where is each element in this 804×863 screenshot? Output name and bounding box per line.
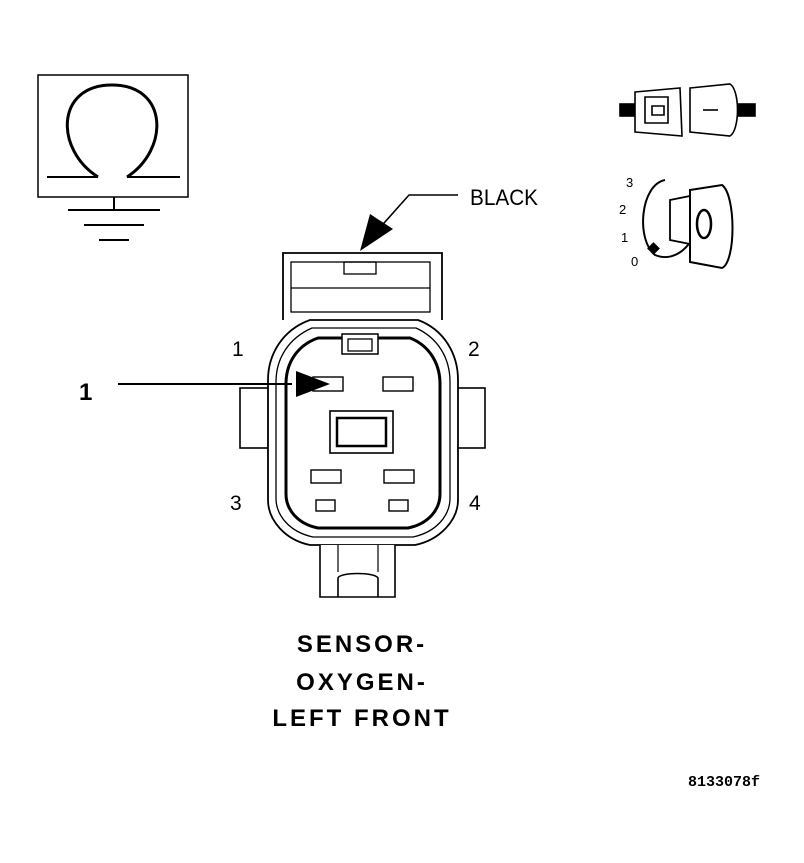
title-line-3: LEFT FRONT	[272, 705, 451, 732]
wire-color-leader	[360, 194, 458, 251]
ignition-position-2: 2	[619, 202, 626, 217]
wire-color-label: BLACK	[470, 185, 538, 210]
callout-arrow	[118, 371, 330, 397]
terminal-cavity-pin2	[382, 376, 414, 392]
terminal-cavity-pin3	[310, 469, 342, 484]
ignition-position-0: 0	[631, 254, 638, 269]
pin-label-1: 1	[232, 338, 244, 361]
terminal-cavity-pin4	[383, 469, 415, 484]
connector-disconnect-icon	[619, 83, 756, 137]
pin-label-4: 4	[469, 492, 481, 515]
callout-number: 1	[79, 379, 92, 406]
ignition-position-3: 3	[626, 175, 633, 190]
title-line-2: OXYGEN-	[296, 669, 428, 696]
title-line-1: SENSOR-	[297, 631, 427, 658]
ignition-key-icon: 3 2 1 0	[619, 175, 734, 270]
pin-label-2: 2	[468, 338, 480, 361]
connector-face	[239, 252, 486, 598]
ground-icon	[68, 197, 160, 241]
ignition-position-1: 1	[621, 230, 628, 245]
figure-code: 8133078f	[688, 774, 760, 791]
ohmmeter-icon	[37, 74, 189, 198]
pin-label-3: 3	[230, 492, 242, 515]
